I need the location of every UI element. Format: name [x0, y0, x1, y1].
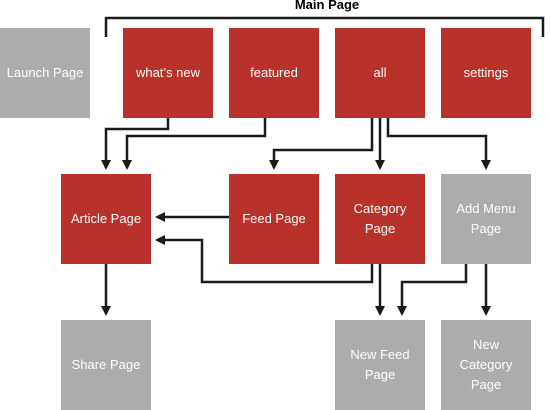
- article-page-label: Article Page: [70, 211, 142, 226]
- category-page-label-line-1: Category: [353, 201, 407, 216]
- category-page-node[interactable]: Category Page: [335, 174, 425, 264]
- add-menu-page-node[interactable]: Add Menu Page: [441, 174, 531, 264]
- new-category-page-node[interactable]: New Category Page: [441, 320, 531, 410]
- arrow-all-to-feed: [269, 118, 374, 170]
- feed-page-node[interactable]: Feed Page: [229, 174, 319, 264]
- all-node[interactable]: all: [335, 28, 425, 118]
- featured-node[interactable]: featured: [229, 28, 319, 118]
- article-page-node[interactable]: Article Page: [61, 174, 151, 264]
- new-category-page-label-line-3: Page: [470, 377, 502, 392]
- new-feed-page-label: New Feed Page: [350, 345, 409, 385]
- main-page-label: Main Page: [294, 0, 360, 12]
- new-category-page-label-line-2: Category: [459, 357, 513, 372]
- arrow-all-to-add-menu: [386, 118, 491, 170]
- launch-page-label: Launch Page: [6, 65, 84, 80]
- new-category-page-label: New Category Page: [460, 335, 513, 395]
- arrow-add-menu-to-new-feed: [397, 264, 468, 316]
- settings-node[interactable]: settings: [441, 28, 531, 118]
- launch-page-node[interactable]: Launch Page: [0, 28, 90, 118]
- category-page-label-line-2: Page: [364, 221, 396, 236]
- new-category-page-label-line-1: New: [472, 337, 499, 352]
- all-label: all: [373, 65, 387, 80]
- featured-label: featured: [250, 65, 298, 80]
- arrow-category-to-article: [155, 235, 374, 284]
- add-menu-page-label-line-2: Page: [470, 221, 502, 236]
- new-feed-page-node[interactable]: New Feed Page: [335, 320, 425, 410]
- share-page-label: Share Page: [71, 357, 141, 372]
- feed-page-label: Feed Page: [242, 211, 306, 226]
- add-menu-page-label-line-1: Add Menu: [456, 201, 516, 216]
- whats-new-label: what’s new: [135, 65, 201, 80]
- settings-label: settings: [463, 65, 509, 80]
- add-menu-page-label: Add Menu Page: [456, 199, 515, 239]
- whats-new-node[interactable]: what’s new: [123, 28, 213, 118]
- arrow-featured-to-article: [122, 118, 267, 170]
- category-page-label: Category Page: [354, 199, 407, 239]
- share-page-node[interactable]: Share Page: [61, 320, 151, 410]
- new-feed-page-label-line-1: New Feed: [350, 347, 410, 362]
- main-page-bracket: [104, 16, 545, 37]
- arrow-whats-new-to-article: [101, 118, 170, 170]
- new-feed-page-label-line-2: Page: [364, 367, 396, 382]
